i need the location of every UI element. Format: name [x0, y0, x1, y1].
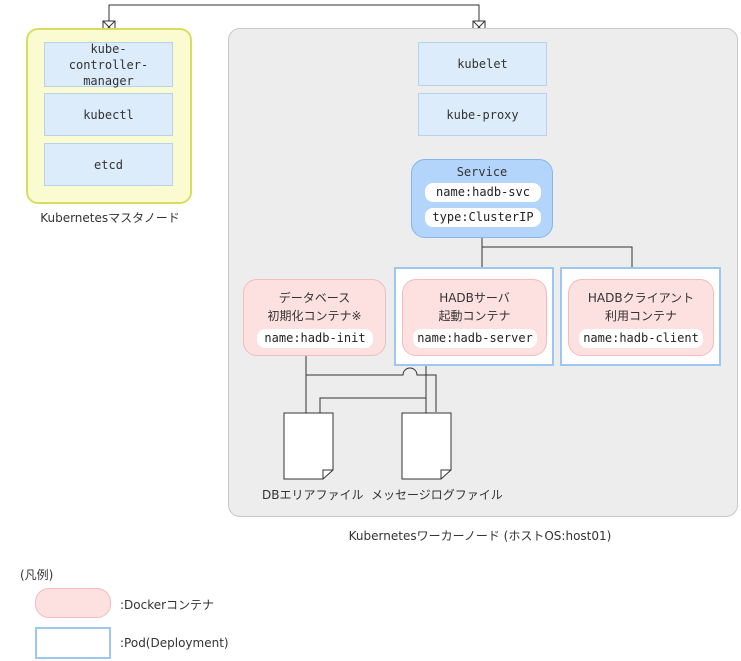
- server-container-name-pill: name:hadb-server: [413, 329, 537, 348]
- server-container: HADBサーバ 起動コンテナ name:hadb-server: [402, 279, 547, 356]
- kubectl-box: kubectl: [44, 93, 173, 136]
- message-log-file-label: メッセージログファイル: [371, 488, 503, 502]
- etcd-box: etcd: [44, 143, 173, 186]
- service-title: Service: [456, 165, 508, 179]
- server-container-label-2: 起動コンテナ: [438, 309, 511, 323]
- kube-controller-manager-label: kube-controller-manager: [68, 41, 149, 88]
- service-type-pill: type:ClusterIP: [425, 208, 541, 227]
- kubelet-label: kubelet: [457, 57, 508, 71]
- legend-container-label: :Dockerコンテナ: [120, 598, 215, 612]
- kube-proxy-label: kube-proxy: [446, 107, 519, 122]
- client-container: HADBクライアント 利用コンテナ name:hadb-client: [568, 279, 714, 356]
- legend-pod-swatch: [35, 627, 111, 659]
- kubelet-box: kubelet: [418, 42, 547, 86]
- master-node-caption: Kubernetesマスタノード: [40, 211, 180, 225]
- node-link-line: [108, 4, 480, 22]
- worker-node-caption: Kubernetesワーカーノード (ホストOS:host01): [348, 529, 612, 543]
- init-container-label-2: 初期化コンテナ※: [267, 309, 362, 323]
- message-log-file-icon: [401, 412, 452, 480]
- client-container-label-1: HADBクライアント: [587, 291, 695, 305]
- legend-title: (凡例): [20, 568, 54, 582]
- server-container-label-1: HADBサーバ: [439, 291, 510, 305]
- kubectl-label: kubectl: [83, 107, 134, 122]
- service-box: Service name:hadb-svc type:ClusterIP: [411, 159, 553, 238]
- legend-container-swatch: [35, 588, 111, 618]
- init-container-label-1: データベース: [278, 291, 351, 305]
- client-container-label-2: 利用コンテナ: [604, 309, 677, 323]
- kube-controller-manager-box: kube-controller-manager: [44, 41, 173, 88]
- db-area-file-icon: [283, 412, 334, 480]
- service-name-pill: name:hadb-svc: [425, 183, 541, 202]
- init-container-name-pill: name:hadb-init: [257, 329, 373, 348]
- kube-proxy-box: kube-proxy: [418, 93, 547, 136]
- db-area-file-label: DBエリアファイル: [262, 488, 364, 502]
- client-container-name-pill: name:hadb-client: [579, 329, 703, 348]
- init-container: データベース 初期化コンテナ※ name:hadb-init: [243, 279, 386, 356]
- etcd-label: etcd: [94, 157, 123, 172]
- legend-pod-label: :Pod(Deployment): [120, 636, 229, 650]
